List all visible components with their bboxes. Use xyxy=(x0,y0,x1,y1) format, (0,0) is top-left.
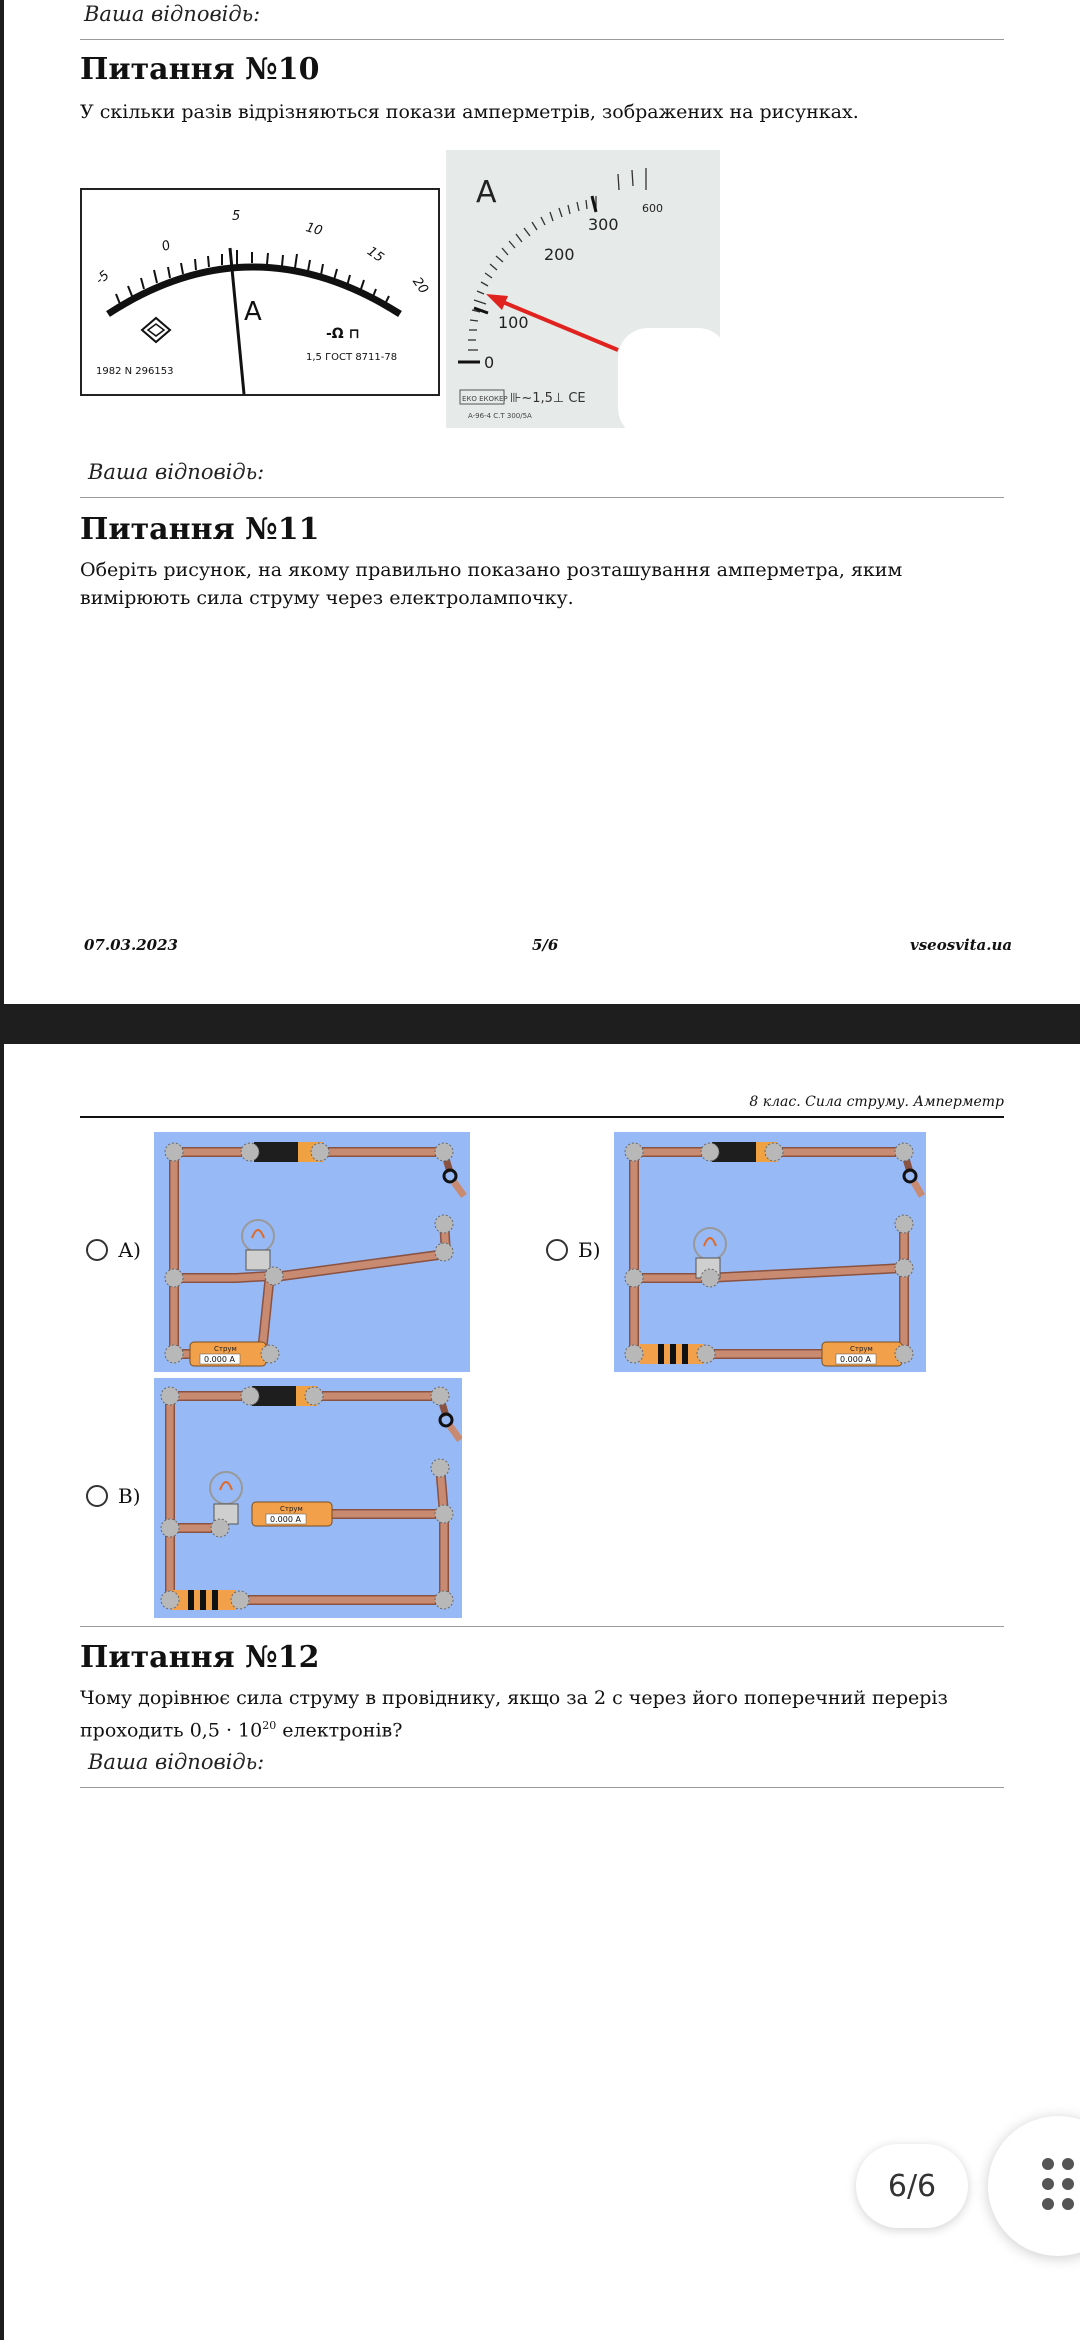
brand-logo: ЕКО ЕКОКЕР xyxy=(462,395,508,403)
question-11-title: Питання №11 xyxy=(80,512,320,547)
ammeter-image-1: -5 0 5 10 15 20 A -Ω ⊓ 1,5 ГОСТ 8711-78 … xyxy=(80,188,440,396)
scale-label: 200 xyxy=(544,245,575,264)
question-divider xyxy=(80,1626,1004,1627)
needle-tip xyxy=(486,294,508,310)
option-b-radio[interactable] xyxy=(546,1239,568,1261)
major-tick xyxy=(473,306,489,315)
option-v-radio[interactable] xyxy=(86,1485,108,1507)
question-11-text: Оберіть рисунок, на якому правильно пока… xyxy=(80,559,903,609)
circuit-image-a: Струм 0.000 A xyxy=(154,1132,470,1372)
maker-logo xyxy=(140,316,172,344)
page-indicator[interactable]: 6/6 xyxy=(856,2144,968,2228)
ammeter-value: 0.000 A xyxy=(204,1355,235,1364)
dial-ticks xyxy=(468,168,647,351)
scale-label: 600 xyxy=(642,202,663,215)
option-v-label: В) xyxy=(118,1484,141,1508)
needle xyxy=(497,298,619,352)
question-12-answer-label: Ваша відповідь: xyxy=(88,1750,265,1774)
scale-label: 0 xyxy=(484,353,494,372)
brand-logo-box xyxy=(459,389,505,405)
ammeter-caption: Струм xyxy=(280,1505,303,1513)
grid-dots-icon xyxy=(1042,2158,1074,2210)
option-v[interactable]: В) xyxy=(86,1484,141,1508)
ammeter-2-dial: A 0 100 xyxy=(446,150,720,428)
standard-label: 1,5 ГОСТ 8711-78 xyxy=(306,352,397,363)
question-12-text-tail: електронів? xyxy=(276,1719,403,1742)
footer-page-number: 5/6 xyxy=(532,936,559,954)
scale-label: -5 xyxy=(93,268,113,288)
ammeter-value: 0.000 A xyxy=(840,1355,871,1364)
unit-symbol: A xyxy=(476,175,497,210)
option-a-radio[interactable] xyxy=(86,1239,108,1261)
scale-label: 20 xyxy=(409,275,431,297)
ammeter-caption: Струм xyxy=(214,1345,237,1353)
footer-date: 07.03.2023 xyxy=(84,936,178,954)
scale-label: 10 xyxy=(304,220,324,239)
option-b[interactable]: Б) xyxy=(546,1238,601,1262)
answer-line xyxy=(80,497,1004,498)
ammeter-value: 0.000 A xyxy=(270,1515,301,1524)
document-page-6: 8 клас. Сила струму. Амперметр А) xyxy=(4,1044,1080,2340)
answer-line xyxy=(80,1787,1004,1788)
option-a-label: А) xyxy=(118,1238,141,1262)
resistance-mark: -Ω ⊓ xyxy=(326,326,360,342)
option-a[interactable]: А) xyxy=(86,1238,141,1262)
dial-arc xyxy=(106,263,402,317)
serial-label: 1982 N 296153 xyxy=(96,366,173,377)
option-b-label: Б) xyxy=(578,1238,601,1262)
circuit-image-v: Струм 0.000 A xyxy=(154,1378,463,1618)
ammeter-image-2: A 0 100 xyxy=(446,150,720,428)
question-10-answer-label: Ваша відповідь: xyxy=(88,460,265,484)
question-10-title: Питання №10 xyxy=(80,52,320,87)
scale-label: 100 xyxy=(498,313,529,332)
model-label: A-96-4 C.T 300/5A xyxy=(468,412,532,420)
scale-label: 5 xyxy=(232,209,240,224)
spec-symbols: ⊪~1,5⊥ CE xyxy=(510,391,586,406)
header-rule xyxy=(80,1116,1004,1118)
question-12-value: 0,5 · 10 xyxy=(189,1719,263,1742)
question-12-text-main: Чому дорівнює сила струму в провіднику, … xyxy=(80,1687,948,1742)
answer-line xyxy=(80,39,1004,40)
major-tick xyxy=(590,195,598,213)
scale-label: 0 xyxy=(160,238,173,255)
document-page-5: Ваша відповідь: Питання №10 У скільки ра… xyxy=(4,0,1080,1004)
needle xyxy=(228,247,246,395)
question-12-exponent: 20 xyxy=(262,1719,277,1732)
ammeter-1-dial: -5 0 5 10 15 20 A -Ω ⊓ 1,5 ГОСТ 8711-78 … xyxy=(93,209,431,395)
unit-symbol: A xyxy=(244,297,262,327)
previous-answer-label: Ваша відповідь: xyxy=(84,2,261,26)
page-header: 8 клас. Сила струму. Амперметр xyxy=(749,1094,1004,1110)
scale-label: 300 xyxy=(588,215,619,234)
dial-ticks xyxy=(115,250,390,307)
scale-label: 15 xyxy=(364,244,386,266)
footer-site: vseosvita.ua xyxy=(910,936,1013,954)
question-12-title: Питання №12 xyxy=(80,1640,320,1675)
ammeter-caption: Струм xyxy=(850,1345,873,1353)
question-12-text: Чому дорівнює сила струму в провіднику, … xyxy=(80,1684,1010,1744)
image-cutout xyxy=(618,328,720,428)
question-10-text: У скільки разів відрізняються покази амп… xyxy=(80,101,859,123)
circuit-image-b: Струм 0.000 A xyxy=(614,1132,926,1372)
